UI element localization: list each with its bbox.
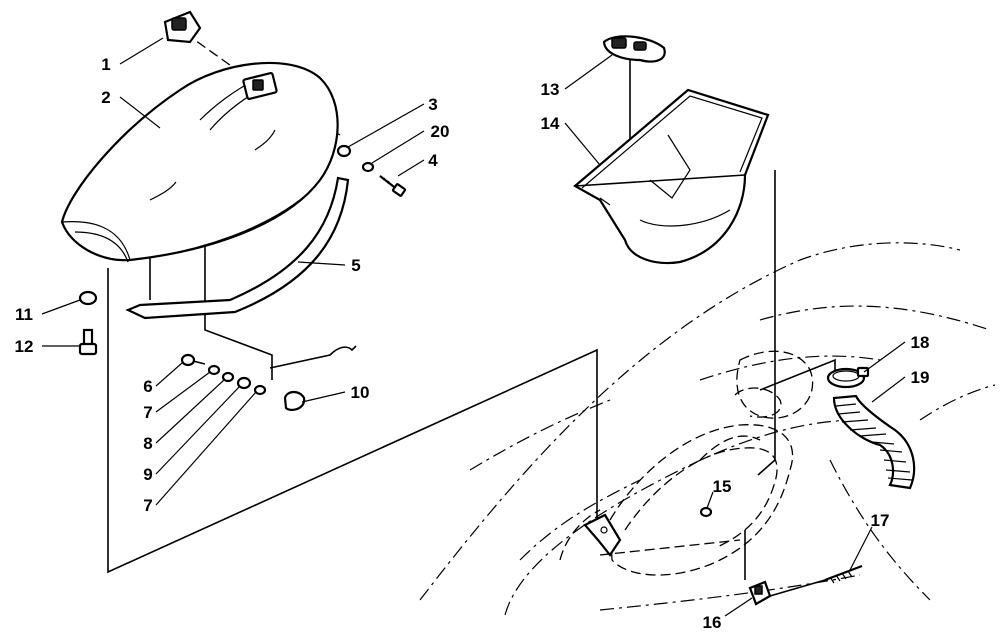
washer-part-3 — [336, 144, 352, 158]
hose-part-19 — [832, 394, 916, 490]
callout-2: 2 — [101, 88, 110, 107]
callout-14: 14 — [541, 114, 560, 133]
bolt-part-12 — [78, 328, 98, 356]
cable-part-17 — [769, 564, 863, 597]
washer-part-20 — [361, 161, 375, 173]
bushing-part-9 — [236, 376, 252, 390]
clamp-part-18 — [826, 366, 870, 389]
cable-rod — [269, 345, 357, 369]
callout-leaders — [41, 37, 906, 617]
callout-9: 9 — [143, 465, 152, 484]
fastener-part-15 — [699, 506, 713, 518]
bracket-part-16 — [748, 580, 772, 606]
callout-16: 16 — [703, 613, 722, 632]
callout-3: 3 — [428, 95, 437, 114]
storage-tray-part-14 — [573, 88, 770, 265]
seat-strap-part-5 — [125, 176, 350, 320]
hinge-plate — [583, 513, 622, 557]
callout-10: 10 — [351, 383, 370, 402]
callout-7b: 7 — [143, 496, 152, 515]
latch-part-1 — [163, 10, 202, 44]
screw-part-4 — [379, 175, 407, 197]
callout-labels: 1 2 3 20 4 5 11 12 6 7 8 9 7 10 13 14 18… — [15, 55, 930, 632]
callout-1: 1 — [101, 55, 110, 74]
callout-18: 18 — [911, 333, 930, 352]
callout-4: 4 — [428, 151, 438, 170]
callout-8: 8 — [143, 434, 152, 453]
cap-part-10 — [283, 390, 306, 412]
callout-17: 17 — [871, 511, 890, 530]
nut-part-11 — [78, 290, 98, 306]
snowmobile-body-outline — [419, 242, 996, 616]
seat-recess-outline — [559, 350, 814, 576]
callout-13: 13 — [541, 80, 560, 99]
callout-19: 19 — [911, 368, 930, 387]
washer-part-8 — [221, 371, 235, 383]
assembly-lines — [107, 32, 836, 580]
callout-20: 20 — [431, 122, 450, 141]
callout-12: 12 — [15, 337, 34, 356]
callout-7a: 7 — [143, 403, 152, 422]
washer-part-7b — [253, 384, 267, 396]
callout-11: 11 — [15, 305, 33, 324]
callout-15: 15 — [713, 477, 732, 496]
washer-part-7a — [207, 364, 221, 376]
callout-5: 5 — [351, 256, 360, 275]
callout-6: 6 — [143, 377, 152, 396]
bolt-part-6 — [180, 353, 206, 367]
latch-part-13 — [602, 35, 666, 63]
